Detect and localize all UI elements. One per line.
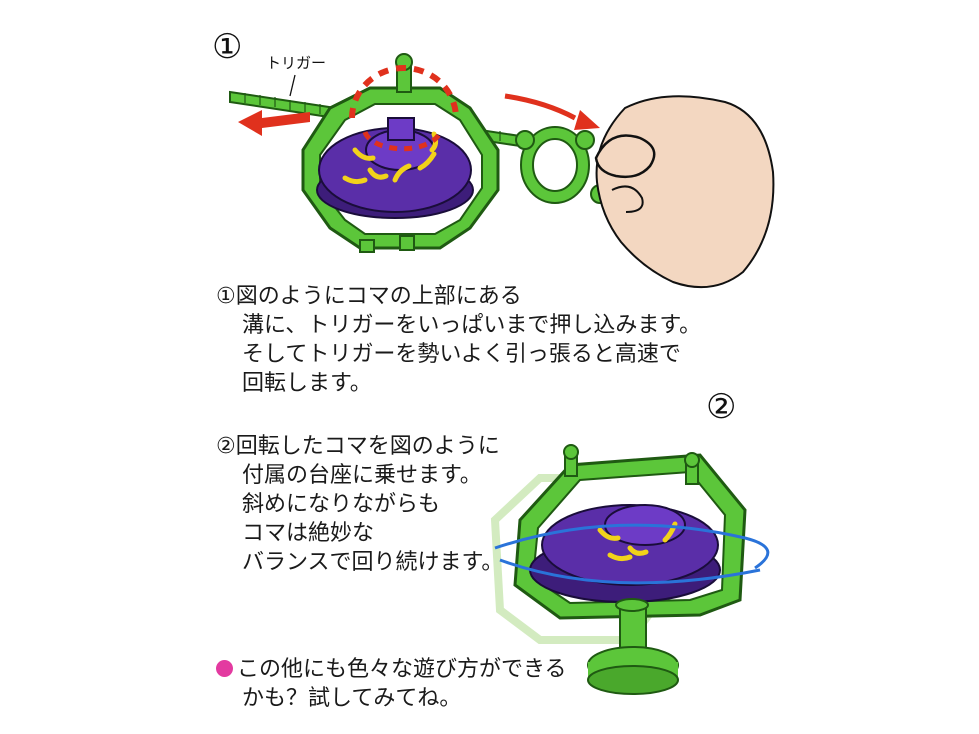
step2-line-5: バランスで回り続けます。 [242,550,504,575]
trigger-label: トリガー [266,54,327,72]
step2-line-2: 付属の台座に乗せます。 [242,463,482,488]
note-line-2: かも？試してみてね。 [242,686,462,711]
extra-note: この他にも色々な遊び方ができる かも？試してみてね。 [216,655,567,713]
step1-instructions: ①図のようにコマの上部にある 溝に、トリガーをいっぱいまで押し込みます。 そして… [216,282,701,398]
note-text-1: この他にも色々な遊び方ができる [237,657,567,682]
bullet-dot-icon [216,660,233,677]
step1-line-4: 回転します。 [242,371,372,396]
note-line-1: この他にも色々な遊び方ができる [216,655,567,684]
step2-line-3: 斜めになりながらも [242,492,441,517]
step1-line-3: そしてトリガーを勢いよく引っ張ると高速で [242,342,681,367]
step2-line-4: コマは絶妙な [242,521,375,546]
step2-line-1: ②回転したコマを図のように [216,434,500,459]
step1-line-2: 溝に、トリガーをいっぱいまで押し込みます。 [242,313,702,338]
step2-number: ② [706,387,737,427]
step2-instructions: ②回転したコマを図のように 付属の台座に乗せます。 斜めになりながらも コマは絶… [216,432,503,577]
step1-line-1: ①図のようにコマの上部にある [216,284,522,309]
step1-number: ① [212,27,243,67]
